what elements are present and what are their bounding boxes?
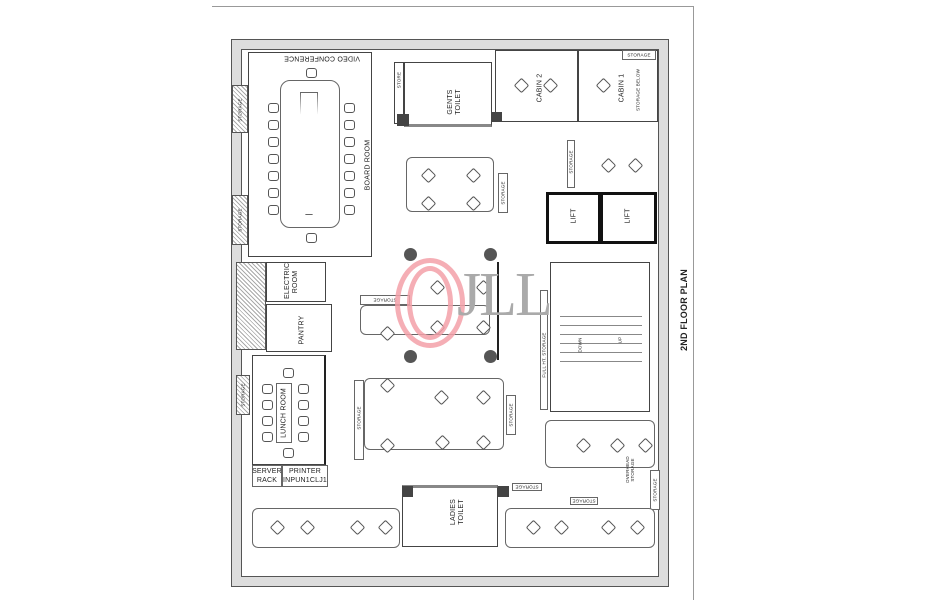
overhead-storage-label: OVERHEAD STORAGE — [625, 456, 635, 483]
jll-watermark: JLL — [395, 250, 555, 360]
storage-left-1 — [232, 85, 248, 133]
storage-top-right — [622, 50, 656, 60]
sheet-border — [212, 6, 694, 600]
storage-unit — [570, 497, 598, 505]
printer-label: PRINTER INPUN1CLJ1 — [282, 468, 327, 484]
printer — [282, 465, 328, 487]
seat-icon — [344, 171, 355, 181]
column-icon — [404, 350, 417, 363]
ladies-toilet — [402, 485, 498, 547]
seat-icon — [344, 154, 355, 164]
storage-label: STORAGE — [568, 150, 574, 174]
storage-label: STORAGE — [652, 478, 658, 502]
seat-icon — [262, 384, 273, 394]
seat-icon — [306, 68, 317, 78]
lunch-room-label: LUNCH ROOM — [280, 388, 288, 438]
lift-1-label: LIFT — [570, 208, 578, 224]
seat-icon — [283, 448, 294, 458]
seat-icon — [298, 432, 309, 442]
seat-icon — [344, 137, 355, 147]
seat-icon — [268, 154, 279, 164]
seat-icon — [262, 432, 273, 442]
logo-ring-inner — [407, 266, 453, 340]
board-room-label: BOARD ROOM — [364, 139, 372, 191]
seat-icon — [298, 384, 309, 394]
logo-text: JLL — [457, 261, 553, 329]
seat-icon — [268, 205, 279, 215]
seat-icon — [268, 120, 279, 130]
seat-icon — [268, 171, 279, 181]
partition-line — [497, 262, 499, 360]
seat-icon — [268, 188, 279, 198]
storage-label: STORAGE — [515, 484, 539, 490]
storage-unit — [650, 470, 660, 510]
electric-room — [266, 262, 326, 302]
seat-icon — [283, 368, 294, 378]
storage-label: STORAGE — [500, 181, 506, 205]
cabin-2 — [495, 50, 578, 122]
seat-icon — [344, 120, 355, 130]
seat-icon — [344, 103, 355, 113]
cabin-1 — [578, 50, 658, 122]
column-icon — [404, 248, 417, 261]
plan-title: 2ND FLOOR PLAN — [679, 269, 689, 351]
seat-icon — [344, 188, 355, 198]
video-conference-label: VIDEO CONFERENCE — [284, 54, 360, 62]
storage-below-label: STORAGE BELOW — [635, 68, 641, 112]
storage-left-3 — [236, 375, 250, 415]
logo-ring-outer — [395, 258, 465, 348]
lunch-table — [276, 383, 292, 443]
wall-block — [236, 262, 266, 350]
stair-down-label: DOWN — [577, 337, 583, 353]
storage-unit — [498, 173, 508, 213]
server-rack-label: SERVER RACK — [252, 468, 282, 484]
storage-unit — [506, 395, 516, 435]
column-icon — [484, 350, 497, 363]
workstation-cluster-right — [545, 420, 655, 468]
storage-unit — [354, 380, 364, 460]
gents-toilet — [404, 62, 492, 127]
stair-up-label: UP — [617, 336, 623, 344]
seat-icon — [262, 416, 273, 426]
storage-left-2 — [232, 195, 248, 245]
shaft — [397, 114, 409, 126]
storage-unit — [512, 483, 542, 491]
storage-label: STORAGE — [373, 297, 397, 303]
storage-label: STORAGE — [627, 52, 651, 58]
electric-room-label: ELECTRIC ROOM — [284, 262, 299, 299]
storage-near-lift — [567, 140, 575, 188]
lift-2 — [600, 192, 657, 244]
storage-label: STORAGE — [237, 98, 243, 122]
seat-icon — [268, 137, 279, 147]
shaft — [402, 486, 413, 497]
cabin-1-label: CABIN 1 — [618, 73, 626, 103]
seat-icon — [306, 233, 317, 243]
storage-label: STORAGE — [237, 208, 243, 232]
full-height-storage — [540, 290, 548, 410]
seat-icon — [262, 400, 273, 410]
seat-icon — [268, 103, 279, 113]
column-icon — [484, 248, 497, 261]
storage-label: STORAGE — [356, 406, 362, 430]
shaft — [492, 112, 502, 122]
stair-steps — [560, 310, 642, 370]
storage-label: STORAGE — [572, 498, 596, 504]
seat-icon — [344, 205, 355, 215]
lift-2-label: LIFT — [624, 208, 632, 224]
storage-label: STORAGE — [508, 403, 514, 427]
lift-1 — [546, 192, 601, 244]
pantry — [266, 304, 332, 352]
store-label: STORE — [396, 71, 402, 89]
seat-icon — [298, 416, 309, 426]
server-rack — [252, 465, 282, 487]
gents-toilet-label: GENTS TOILET — [447, 89, 462, 115]
shaft — [498, 486, 509, 497]
pantry-label: PANTRY — [298, 315, 306, 345]
storage-label: STORAGE — [240, 383, 246, 407]
cabin-2-label: CABIN 2 — [536, 73, 544, 103]
ladies-toilet-label: LADIES TOILET — [450, 498, 465, 526]
seat-icon — [298, 400, 309, 410]
